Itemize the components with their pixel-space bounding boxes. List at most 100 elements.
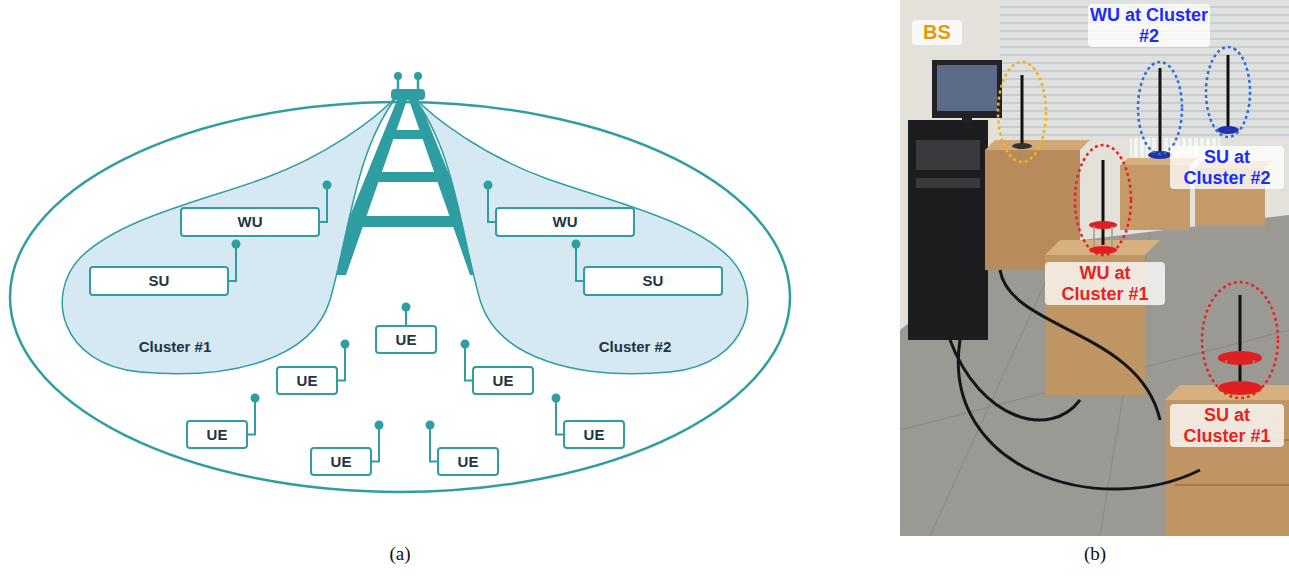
tower-rung <box>392 130 424 139</box>
device-name: UE <box>396 331 417 349</box>
antenna-mast <box>488 187 495 222</box>
antenna-tip <box>552 394 561 403</box>
tower-antenna-tip <box>414 72 422 80</box>
photo-label: SU at Cluster #2 <box>1170 146 1284 189</box>
antenna-rod <box>1093 226 1095 250</box>
device-box: SU <box>89 266 229 296</box>
cabinet <box>1165 400 1289 536</box>
device-name: WU <box>505 213 625 231</box>
antenna-tip <box>341 340 350 349</box>
antenna-tip <box>323 181 332 190</box>
device-box: UE <box>375 325 437 354</box>
cluster-outline <box>40 85 410 395</box>
device-name: SU <box>99 272 219 290</box>
photo-label-holder: WU at Cluster #1 <box>1045 262 1165 305</box>
device-name: UE <box>493 372 514 390</box>
cable <box>958 340 1200 489</box>
panel-caption: (a) <box>370 543 430 565</box>
panel-caption-holder: (b) <box>1065 543 1125 565</box>
monitor <box>932 60 1002 118</box>
device-box: WU <box>495 207 635 237</box>
antenna-tip <box>572 240 581 249</box>
antenna-mast <box>465 346 472 381</box>
antenna-mast <box>430 427 437 462</box>
antenna <box>1021 75 1024 145</box>
device-name: UE <box>207 426 228 444</box>
wall <box>900 0 1289 536</box>
highlight-ellipse <box>1206 47 1250 137</box>
panel-caption-holder: (a) <box>370 543 430 565</box>
photo-label-holder: BS <box>912 20 962 45</box>
antenna-mast <box>248 400 255 435</box>
antenna-tip <box>402 303 411 312</box>
rack-panel <box>916 178 980 188</box>
antenna-base <box>1089 221 1117 229</box>
window-blinds <box>1000 0 1289 140</box>
antenna-mast <box>576 246 583 281</box>
cluster-region: WU SU Cluster #1 <box>40 85 410 395</box>
tower-rung <box>378 172 438 182</box>
device-name: WU <box>190 213 310 231</box>
antenna-mast <box>338 346 345 381</box>
antenna-mast <box>320 187 327 222</box>
lab-photo <box>900 0 1289 536</box>
photo-label: WU at Cluster #1 <box>1045 262 1165 305</box>
tower-rung <box>362 216 454 227</box>
antenna-tip <box>426 421 435 430</box>
device-box: SU <box>583 266 723 296</box>
antenna <box>1227 55 1230 130</box>
antenna-tip <box>484 181 493 190</box>
panel-caption: (b) <box>1065 543 1125 565</box>
highlight-ellipse <box>1202 282 1278 398</box>
photo-label-holder: SU at Cluster #2 <box>1170 146 1284 189</box>
device-name: UE <box>297 372 318 390</box>
cluster-name: Cluster #1 <box>115 338 235 356</box>
photo-label-holder: SU at Cluster #1 <box>1170 404 1284 447</box>
drawer-line <box>1175 484 1289 486</box>
cluster-name: Cluster #2 <box>575 338 695 356</box>
equipment-rack <box>908 120 988 340</box>
antenna-rod <box>1111 226 1113 250</box>
cable <box>950 340 1080 420</box>
antenna-tip <box>232 240 241 249</box>
cluster-region: WU SU Cluster #2 <box>400 85 770 395</box>
photo-label: SU at Cluster #1 <box>1170 404 1284 447</box>
photo-label: WU at Cluster #2 <box>1088 4 1210 47</box>
monitor-stand <box>962 118 972 122</box>
antenna-tip <box>375 421 384 430</box>
highlight-ellipse <box>1075 145 1131 255</box>
antenna-tip <box>461 340 470 349</box>
cluster-beam <box>412 95 748 374</box>
device-box: UE <box>310 447 372 476</box>
device-box: UE <box>437 447 499 476</box>
rack-panel <box>916 140 980 170</box>
device-name: UE <box>331 453 352 471</box>
device-box: UE <box>186 420 248 449</box>
antenna <box>1159 68 1162 155</box>
highlight-ellipse <box>1138 62 1182 154</box>
device-name: SU <box>593 272 713 290</box>
device-box: UE <box>563 420 625 449</box>
antenna <box>1239 295 1242 385</box>
device-box: UE <box>472 366 534 395</box>
antenna-mast <box>229 246 236 281</box>
photo-label-holder: WU at Cluster #2 <box>1088 4 1210 47</box>
device-name: UE <box>584 426 605 444</box>
device-name: UE <box>458 453 479 471</box>
photo-label: BS <box>912 20 962 45</box>
cluster-outline <box>400 85 770 395</box>
antenna <box>1102 160 1105 245</box>
device-box: UE <box>276 366 338 395</box>
tower-antenna-tip <box>394 72 402 80</box>
antenna-mast <box>556 400 563 435</box>
cluster-beam <box>62 95 398 374</box>
monitor-screen <box>937 65 997 111</box>
antenna-base <box>1012 143 1032 149</box>
antenna-tip <box>251 394 260 403</box>
antenna-mast <box>372 427 379 462</box>
device-box: WU <box>180 207 320 237</box>
highlight-ellipse <box>998 62 1046 162</box>
antenna-base <box>1218 351 1262 365</box>
